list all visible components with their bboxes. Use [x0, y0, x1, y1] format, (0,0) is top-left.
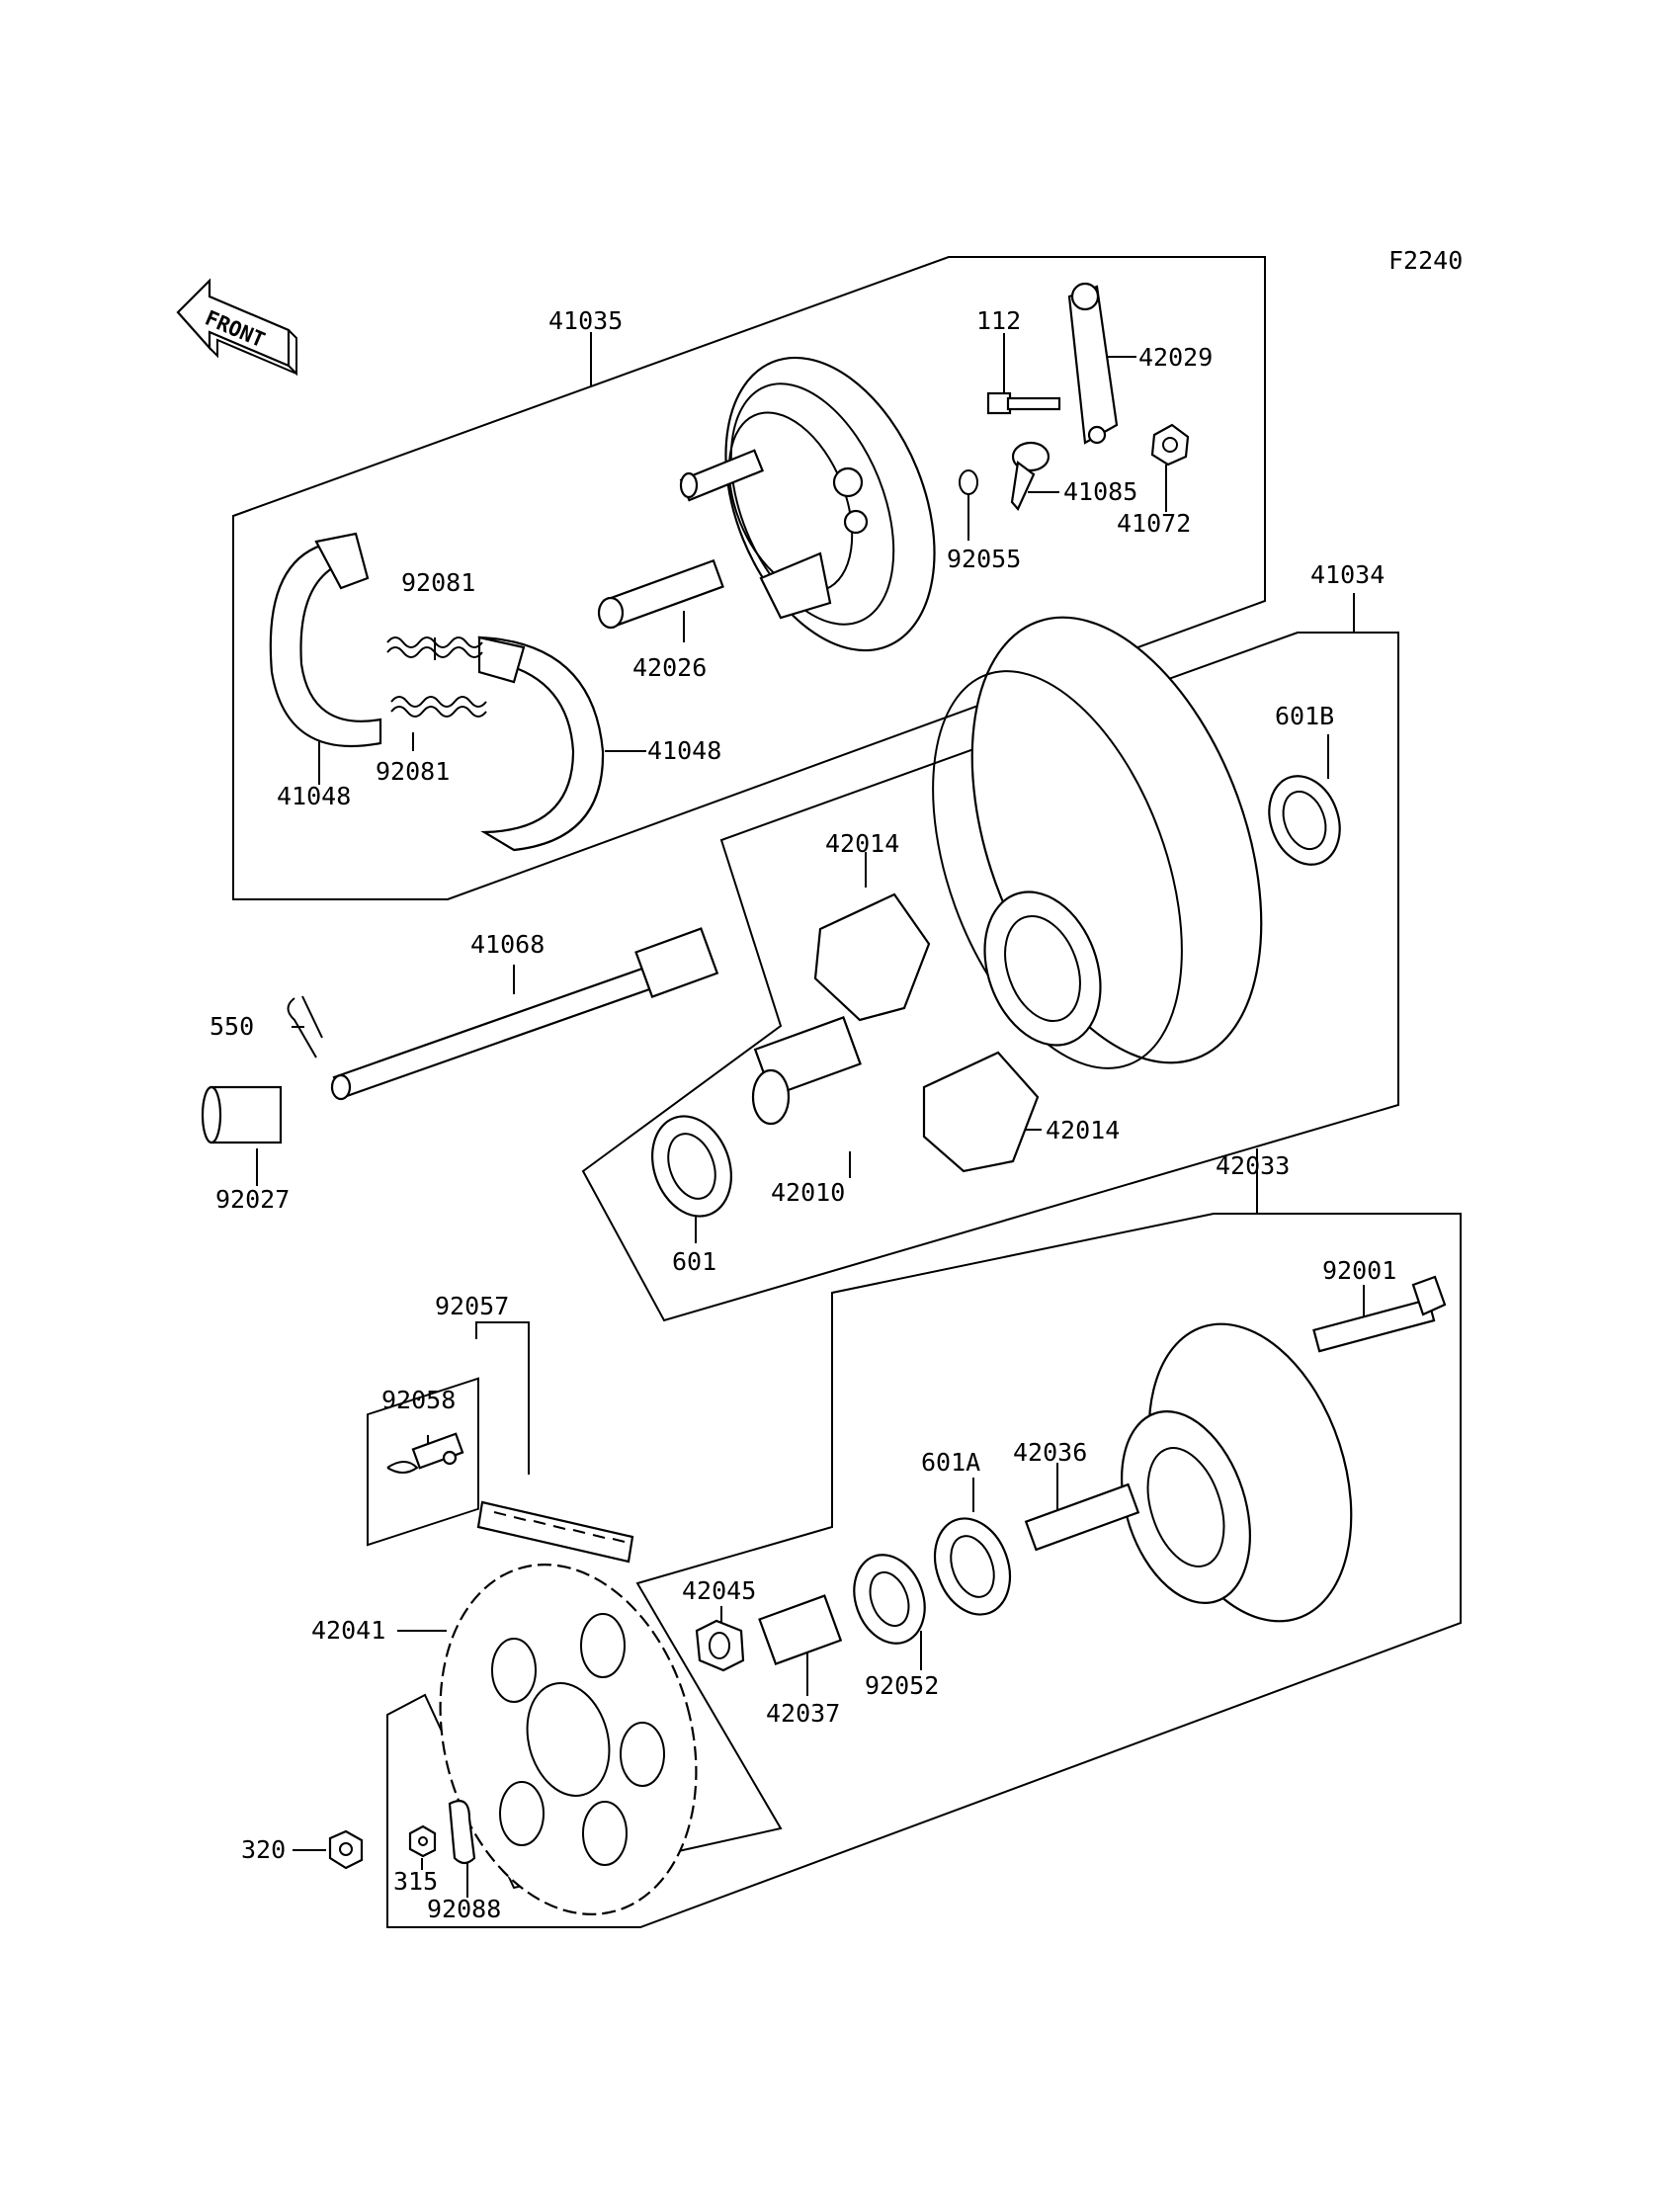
callout-315: 315	[393, 1867, 438, 1896]
chain-joint-92058-drawing	[386, 1432, 464, 1474]
callout-42010: 42010	[771, 1178, 845, 1207]
group-41035-outline	[232, 256, 1266, 900]
bolt-92001-drawing	[1312, 1275, 1447, 1353]
group-42033-outline	[386, 1213, 1462, 1928]
callout-41048-left: 41048	[277, 782, 351, 810]
cam-42026-drawing	[597, 558, 724, 630]
callout-92055: 92055	[947, 545, 1021, 573]
wheel-hub-41034-drawing	[932, 616, 1263, 1069]
callout-41085: 41085	[1063, 477, 1137, 506]
callout-42026: 42026	[632, 653, 707, 682]
collar-42010-drawing	[751, 1015, 862, 1126]
chain-92057-drawing	[476, 1500, 634, 1564]
callout-42041: 42041	[311, 1616, 385, 1645]
collar-92027-drawing	[201, 1085, 283, 1144]
callout-labels: 41035 112 42029 41085 41072 92055 41034 …	[210, 306, 1396, 1923]
sprocket-hub-42033-drawing	[1121, 1322, 1353, 1623]
brake-shoe-41048-left-drawing	[269, 532, 382, 748]
sprocket-42041-drawing	[439, 1564, 698, 1915]
damper-42014-top-drawing	[813, 892, 931, 1022]
callout-42029: 42029	[1138, 343, 1213, 372]
callout-92001: 92001	[1322, 1256, 1396, 1285]
callout-320: 320	[241, 1835, 286, 1864]
callout-601: 601	[672, 1247, 716, 1276]
nut-315-drawing	[408, 1824, 437, 1858]
nut-41072-drawing	[1150, 423, 1190, 466]
callout-42045: 42045	[682, 1576, 756, 1605]
callout-41068: 41068	[470, 930, 545, 959]
axle-41068-drawing	[330, 927, 719, 1101]
group-92058-outline	[367, 1377, 479, 1547]
bearing-601A-drawing	[933, 1517, 1012, 1616]
leader-lines	[256, 332, 1365, 1898]
spring-92081-bottom-drawing	[390, 696, 487, 718]
callout-41048-right: 41048	[647, 736, 721, 765]
collar-42037-drawing	[758, 1594, 843, 1665]
callout-42037: 42037	[766, 1699, 840, 1728]
shaft-42036-drawing	[1024, 1482, 1140, 1552]
callout-601A: 601A	[921, 1448, 980, 1477]
group-41034-outline	[581, 632, 1399, 1322]
lock-92088-drawing	[448, 1800, 476, 1865]
callout-92057: 92057	[435, 1292, 509, 1320]
callout-92058: 92058	[381, 1386, 456, 1414]
callout-112: 112	[976, 306, 1021, 335]
figure-code: F2240	[1388, 246, 1463, 275]
front-arrow-icon: FRONT	[176, 278, 297, 377]
damper-42014-bottom-drawing	[922, 1051, 1040, 1173]
spring-92081-top-drawing	[386, 636, 483, 658]
nut-42045-drawing	[695, 1619, 745, 1672]
oring-92055-drawing	[959, 469, 978, 495]
callout-92081-top: 92081	[401, 568, 475, 597]
callout-41072: 41072	[1117, 509, 1191, 538]
callout-42014-top: 42014	[825, 829, 899, 858]
callout-92027: 92027	[215, 1185, 290, 1214]
callout-550: 550	[210, 1012, 254, 1041]
callout-42036: 42036	[1013, 1438, 1087, 1467]
brake-panel-drawing	[679, 356, 936, 652]
seal-92052-drawing	[853, 1554, 926, 1645]
bearing-601B-drawing	[1268, 775, 1341, 866]
bolt-112-drawing	[986, 391, 1061, 415]
callout-92088: 92088	[427, 1895, 501, 1923]
callout-42033: 42033	[1216, 1151, 1290, 1180]
callout-92052: 92052	[865, 1671, 939, 1700]
callout-41035: 41035	[548, 306, 623, 335]
bearing-601-drawing	[651, 1115, 732, 1218]
brake-shoe-41048-right-drawing	[477, 635, 605, 852]
callout-42014-bottom: 42014	[1046, 1116, 1120, 1144]
indicator-41085-drawing	[1010, 441, 1050, 512]
callout-601B: 601B	[1275, 702, 1334, 730]
brake-lever-42029-drawing	[1067, 282, 1119, 445]
cotter-pin-550-drawing	[287, 995, 323, 1059]
callout-92081-bottom: 92081	[376, 757, 450, 786]
callout-41034: 41034	[1310, 560, 1385, 589]
nut-320-drawing	[328, 1829, 364, 1870]
